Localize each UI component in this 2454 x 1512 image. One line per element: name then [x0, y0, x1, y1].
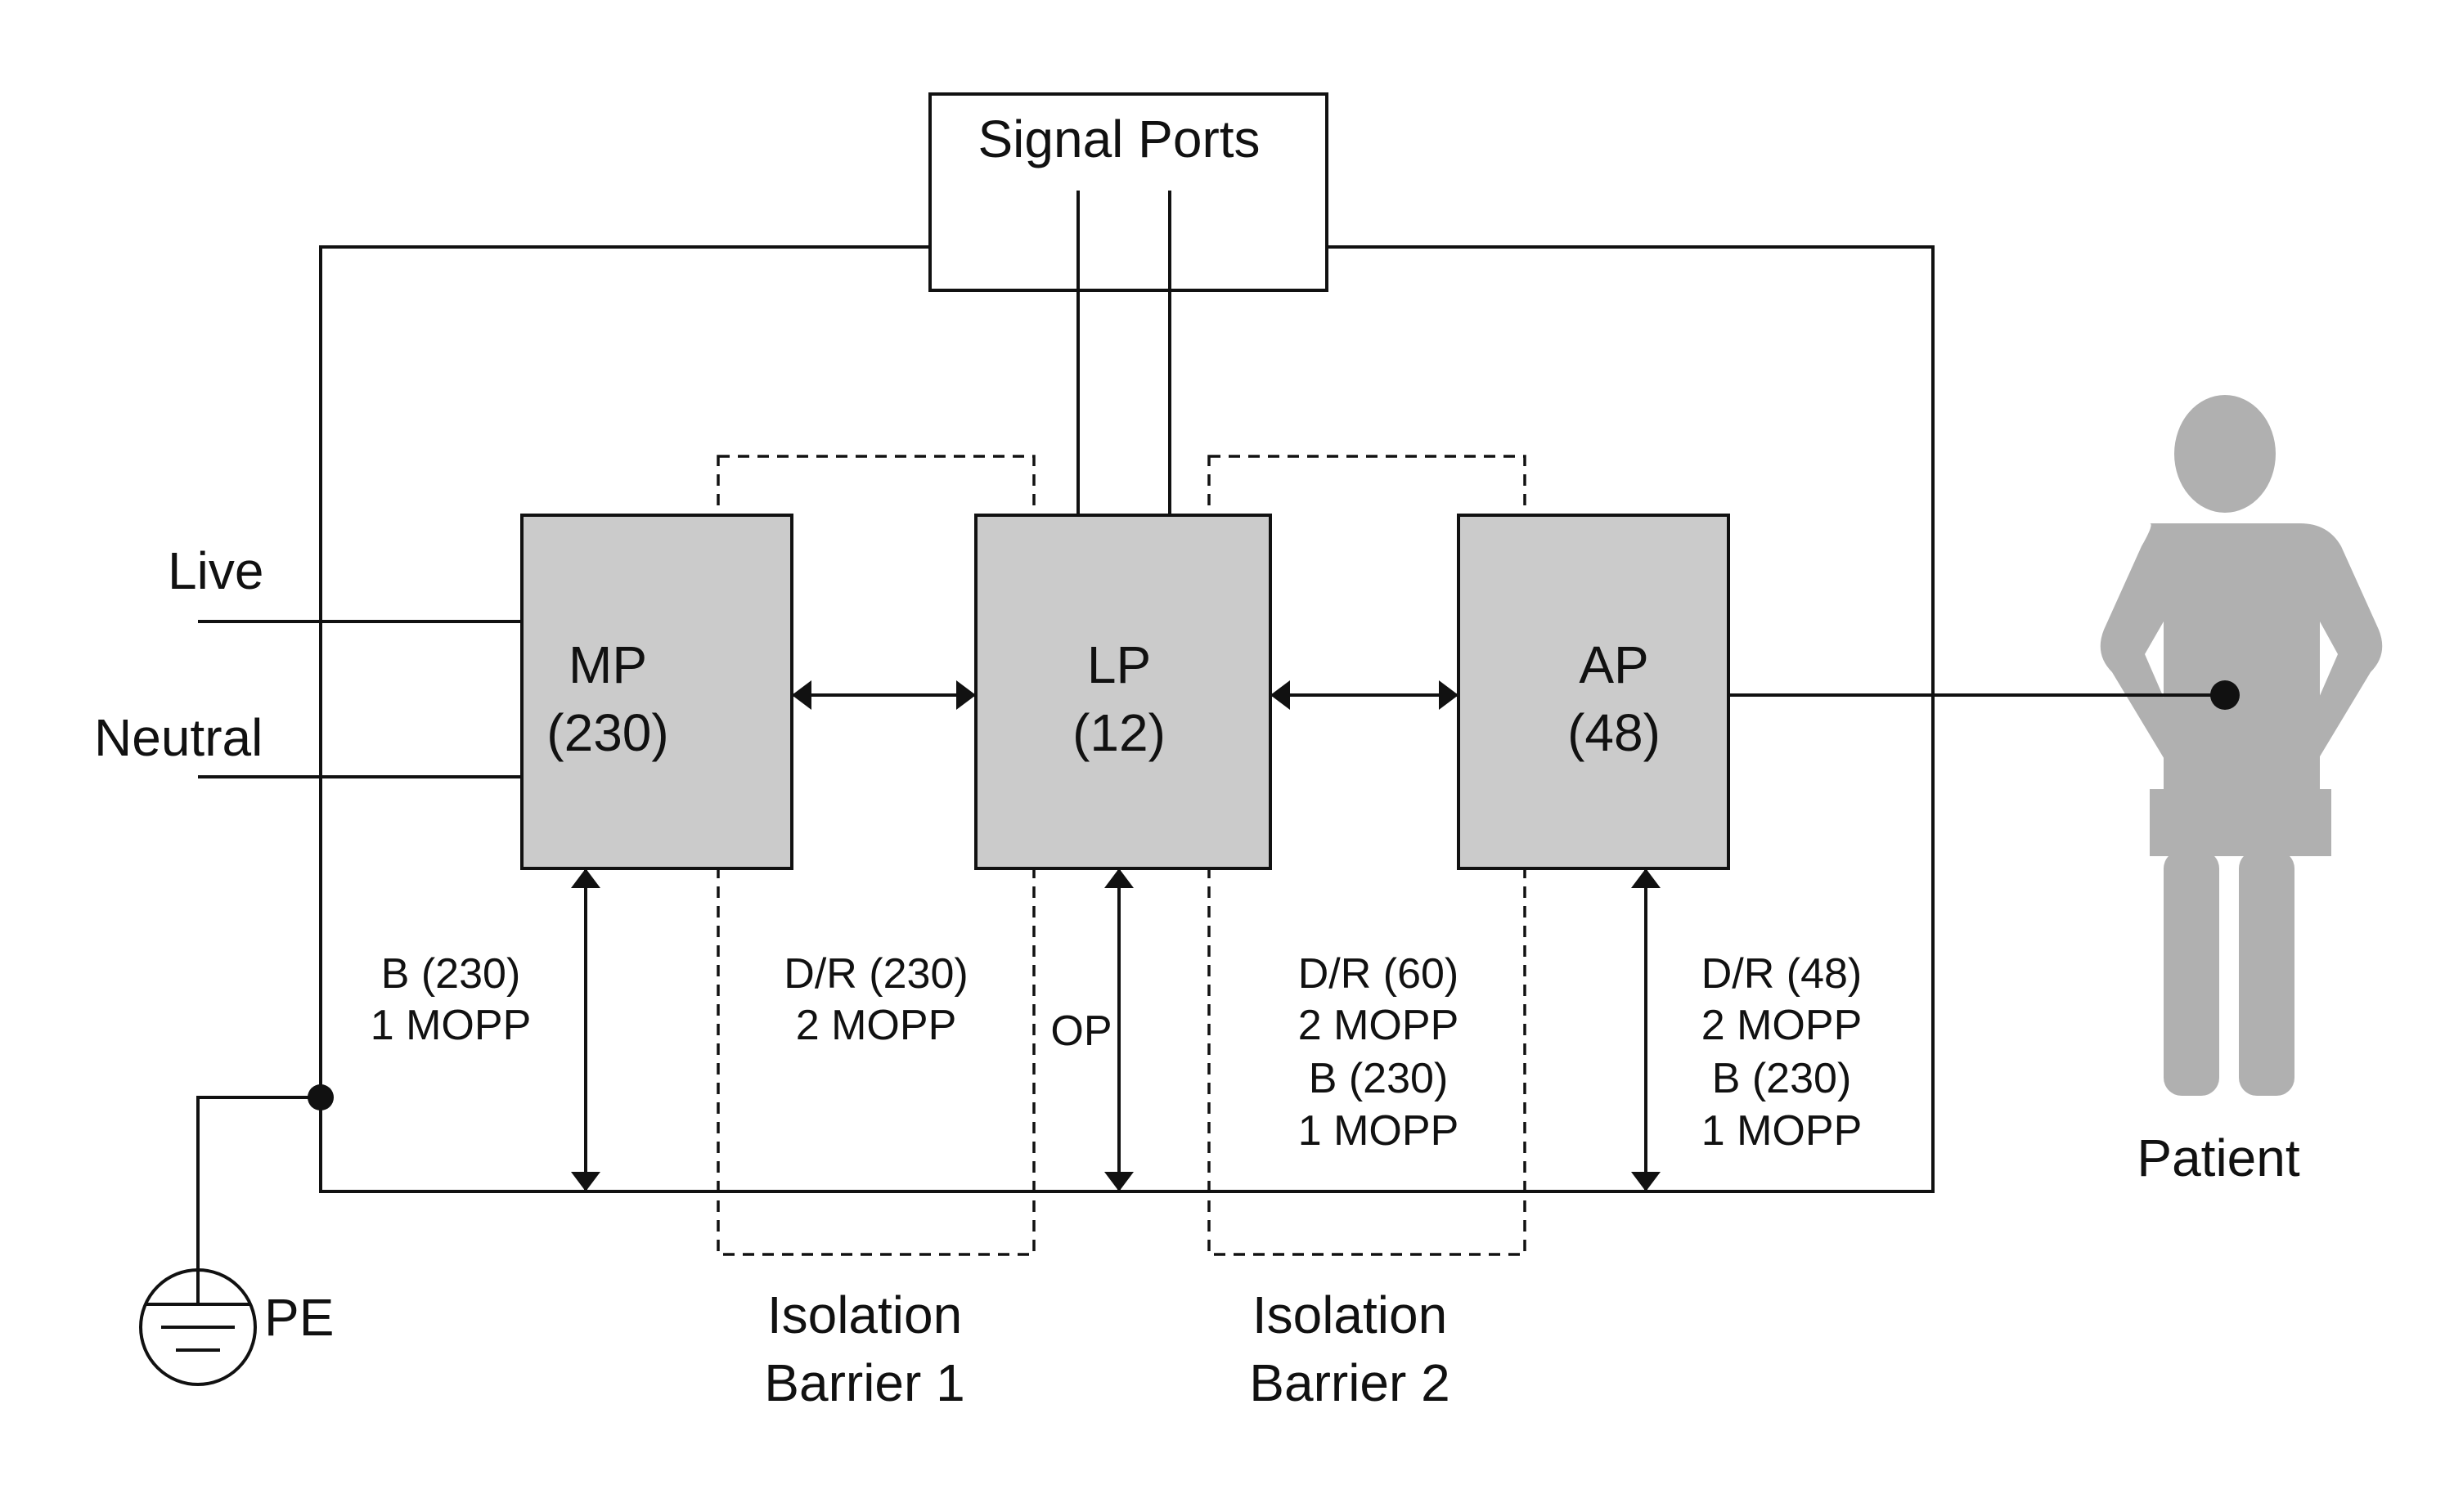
patient-contact-dot: [2210, 680, 2240, 710]
mp-block-value: (230): [546, 703, 668, 762]
ap-earth-insulation-3: B (230): [1712, 1055, 1852, 1102]
mp-earth-insulation-2: 1 MOPP: [371, 1002, 532, 1049]
lp-earth-insulation-1: OP: [1050, 1007, 1112, 1055]
lp-ap-insulation-4: 1 MOPP: [1298, 1107, 1459, 1155]
patient-figure-icon: [2100, 395, 2383, 1096]
lp-block-name: LP: [1087, 635, 1151, 694]
patient-label: Patient: [2137, 1128, 2299, 1187]
signal-ports-box: [928, 92, 1328, 292]
earth-symbol-circle: [139, 1268, 257, 1386]
mp-lp-insulation-1: D/R (230): [784, 950, 968, 998]
ap-earth-insulation-1: D/R (48): [1701, 950, 1862, 998]
pe-label: PE: [264, 1288, 334, 1347]
lp-block-value: (12): [1072, 703, 1166, 762]
mp-lp-insulation-2: 2 MOPP: [796, 1002, 957, 1049]
barrier-2-label-line-1: Isolation: [1252, 1285, 1447, 1344]
ap-earth-insulation-4: 1 MOPP: [1701, 1107, 1863, 1155]
mp-earth-insulation-1: B (230): [381, 950, 521, 998]
ap-block-name: AP: [1579, 635, 1648, 694]
ap-block-value: (48): [1567, 703, 1661, 762]
lp-ap-insulation-1: D/R (60): [1298, 950, 1458, 998]
signal-ports-label: Signal Ports: [978, 110, 1260, 168]
earth-wire: [196, 1096, 321, 1304]
barrier-1-label-line-1: Isolation: [767, 1285, 962, 1344]
barrier-1-label-line-2: Barrier 1: [764, 1353, 964, 1412]
lp-ap-insulation-3: B (230): [1309, 1055, 1449, 1102]
mp-block-name: MP: [569, 635, 647, 694]
neutral-label: Neutral: [94, 708, 263, 767]
lp-ap-insulation-2: 2 MOPP: [1298, 1002, 1459, 1049]
barrier-2-label-line-2: Barrier 2: [1249, 1353, 1449, 1412]
live-label: Live: [168, 541, 263, 600]
ap-block: [1457, 514, 1730, 870]
ap-earth-insulation-2: 2 MOPP: [1701, 1002, 1863, 1049]
mp-block: [520, 514, 793, 870]
